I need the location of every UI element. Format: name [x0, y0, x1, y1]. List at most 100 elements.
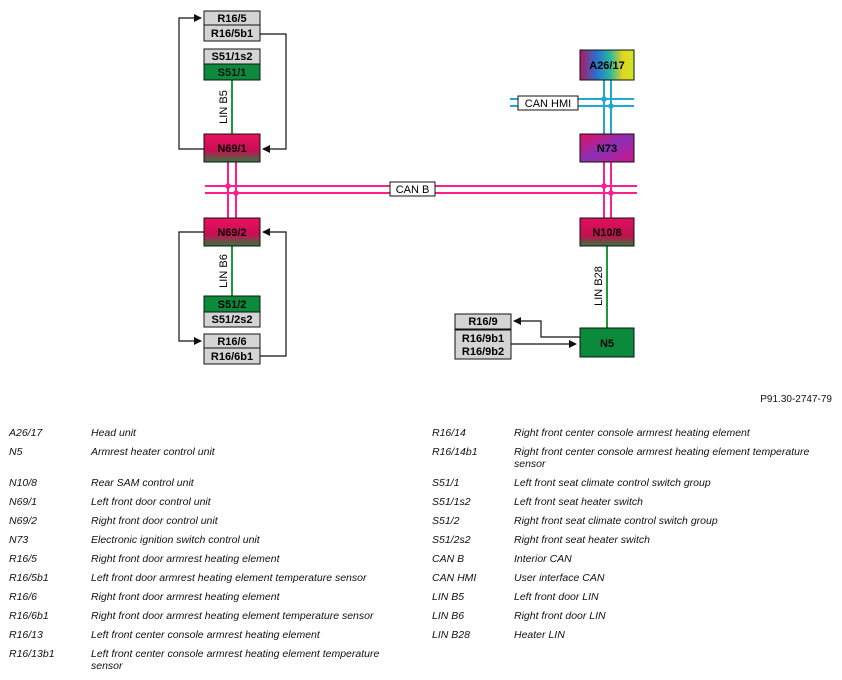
legend-description: User interface CAN — [514, 572, 605, 584]
r16-9-element: R16/9 — [454, 313, 512, 330]
legend-row: LIN B5 Left front door LIN — [432, 591, 842, 615]
legend-code: LIN B28 — [432, 629, 470, 641]
legend-description: Right front door armrest heating element — [91, 553, 280, 565]
svg-text:N69/1: N69/1 — [217, 143, 246, 155]
legend-code: S51/1 — [432, 477, 460, 489]
legend-row: N69/1 Left front door control unit — [9, 496, 419, 520]
legend-code: R16/5 — [9, 553, 38, 565]
legend-code: CAN B — [432, 553, 465, 565]
legend-code: R16/14 — [432, 427, 466, 439]
r16-5b1-sensor: R16/5b1 — [203, 24, 261, 42]
n5-heater-wiring — [511, 317, 580, 348]
legend-row: R16/14b1 Right front center console armre… — [432, 446, 842, 470]
svg-text:N10/8: N10/8 — [592, 227, 621, 239]
svg-text:R16/9: R16/9 — [468, 316, 497, 328]
legend-description: Right front door armrest heating element — [91, 591, 280, 603]
a26-17-head-unit: A26/17 — [579, 49, 635, 81]
legend-code: N69/2 — [9, 515, 38, 527]
svg-text:R16/5: R16/5 — [217, 13, 246, 25]
svg-text:CAN HMI: CAN HMI — [525, 98, 571, 110]
svg-text:S51/1s2: S51/1s2 — [212, 51, 253, 63]
n69-1-heater-wiring — [178, 14, 287, 153]
svg-text:LIN B6: LIN B6 — [218, 254, 230, 288]
r16-9-sensors: R16/9b1 R16/9b2 — [454, 329, 512, 360]
legend-code: S51/2s2 — [432, 534, 471, 546]
n73-control-unit: N73 — [579, 133, 635, 163]
legend-row: N69/2 Right front door control unit — [9, 515, 419, 539]
legend-description: Left front door armrest heating element … — [91, 572, 367, 584]
n69-2-control-unit: N69/2 — [203, 217, 261, 247]
legend-code: N10/8 — [9, 477, 38, 489]
r16-6b1-sensor: R16/6b1 — [203, 347, 261, 365]
svg-text:R16/5b1: R16/5b1 — [211, 28, 253, 40]
legend-row: CAN HMI User interface CAN — [432, 572, 842, 596]
n69-2-heater-wiring — [178, 228, 287, 357]
legend-row: R16/14 Right front center console armrest… — [432, 427, 842, 451]
n10-8-control-unit: N10/8 — [579, 217, 635, 247]
svg-text:S51/2s2: S51/2s2 — [212, 314, 253, 326]
s51-2-switch-group: S51/2 — [203, 295, 261, 313]
legend-description: Right front seat climate control switch … — [514, 515, 718, 527]
legend-description: Left front center console armrest heatin… — [91, 629, 320, 641]
svg-text:CAN B: CAN B — [396, 184, 430, 196]
svg-text:R16/9b2: R16/9b2 — [462, 346, 504, 358]
lin-b28: LIN B28 — [593, 246, 608, 328]
legend-row: N10/8 Rear SAM control unit — [9, 477, 419, 501]
can-b-label: CAN B — [389, 181, 436, 197]
wiring-diagram: CAN B CAN HMI LIN B5 LIN B6 LIN B28 — [178, 10, 637, 365]
legend-code: N69/1 — [9, 496, 38, 508]
legend-code: R16/5b1 — [9, 572, 49, 584]
legend-description: Armrest heater control unit — [91, 446, 215, 458]
legend-description: Electronic ignition switch control unit — [91, 534, 260, 546]
svg-text:LIN B5: LIN B5 — [218, 90, 230, 124]
legend-row: R16/13b1 Left front center console armres… — [9, 648, 419, 672]
legend-code: CAN HMI — [432, 572, 477, 584]
r16-5-element: R16/5 — [203, 10, 261, 26]
n69-1-control-unit: N69/1 — [203, 133, 261, 163]
legend-code: LIN B5 — [432, 591, 465, 603]
legend-row: CAN B Interior CAN — [432, 553, 842, 577]
can-hmi-label: CAN HMI — [517, 95, 579, 111]
legend-code: R16/13b1 — [9, 648, 55, 660]
lin-b6: LIN B6 — [218, 246, 233, 296]
legend-row: R16/5b1 Left front door armrest heating e… — [9, 572, 419, 596]
legend-description: Left front center console armrest heatin… — [91, 648, 380, 672]
legend-description: Right front center console armrest heati… — [514, 446, 810, 470]
svg-text:R16/6b1: R16/6b1 — [211, 351, 253, 363]
s51-2s2-switch: S51/2s2 — [203, 311, 261, 328]
legend-description: Left front door control unit — [91, 496, 211, 508]
legend-code: A26/17 — [9, 427, 43, 439]
n5-control-unit: N5 — [579, 327, 635, 358]
legend-description: Right front door armrest heating element… — [91, 610, 374, 622]
legend-description: Left front door LIN — [514, 591, 599, 603]
legend-description: Right front door control unit — [91, 515, 218, 527]
legend-description: Rear SAM control unit — [91, 477, 194, 489]
svg-text:R16/9b1: R16/9b1 — [462, 333, 504, 345]
legend-code: LIN B6 — [432, 610, 465, 622]
legend-description: Right front center console armrest heati… — [514, 427, 750, 439]
svg-text:N73: N73 — [597, 143, 617, 155]
legend-description: Left front seat heater switch — [514, 496, 643, 508]
legend-description: Head unit — [91, 427, 136, 439]
legend-description: Interior CAN — [514, 553, 572, 565]
legend-code: R16/14b1 — [432, 446, 478, 458]
svg-text:A26/17: A26/17 — [589, 60, 624, 72]
legend-description: Left front seat climate control switch g… — [514, 477, 711, 489]
svg-text:S51/2: S51/2 — [218, 299, 247, 311]
legend-row: A26/17 Head unit — [9, 427, 419, 451]
figure-reference: P91.30-2747-79 — [760, 394, 832, 405]
s51-1-switch-group: S51/1 — [203, 63, 261, 81]
svg-text:R16/6: R16/6 — [217, 336, 246, 348]
svg-text:LIN B28: LIN B28 — [593, 266, 605, 306]
s51-1s2-switch: S51/1s2 — [203, 48, 261, 65]
